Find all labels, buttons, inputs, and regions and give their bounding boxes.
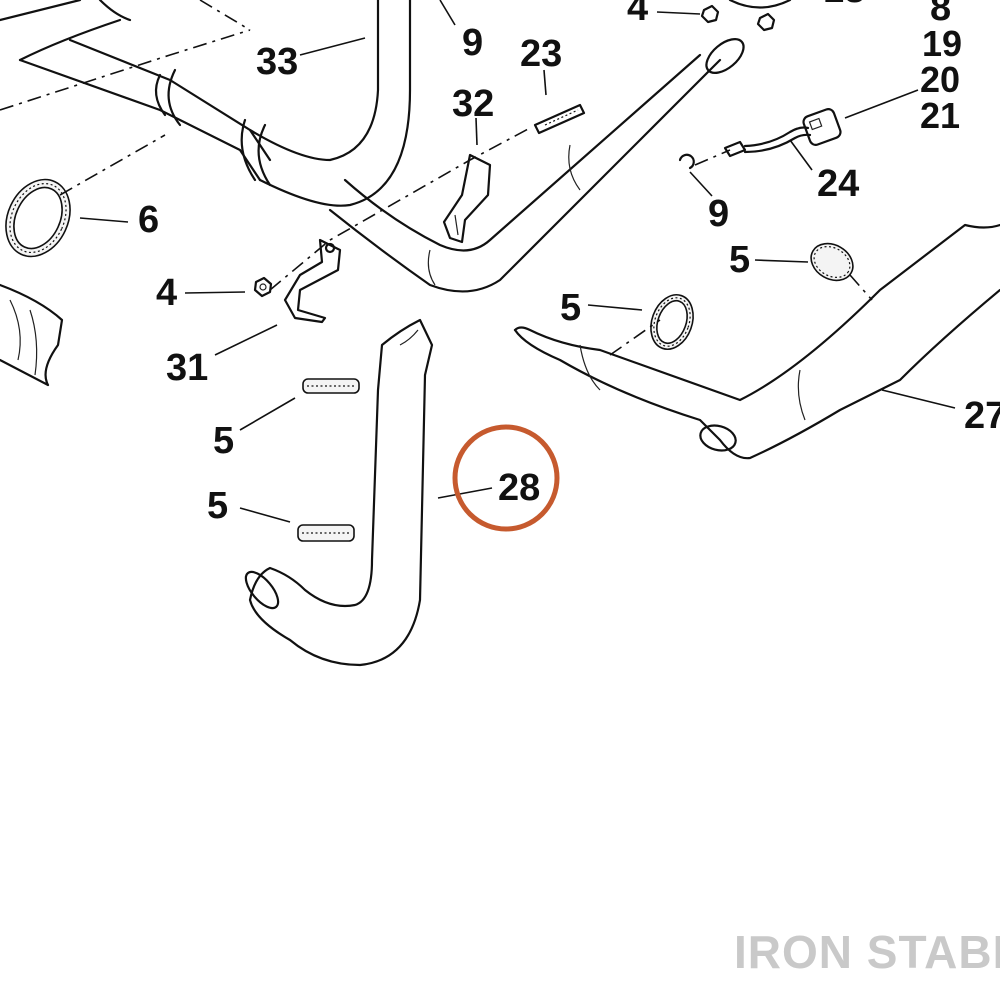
- bracket-31: [283, 238, 342, 324]
- stud-23: [533, 103, 586, 135]
- callout-5-left-lower: 5: [207, 485, 228, 527]
- callout-21: 21: [920, 95, 960, 136]
- o2-sensor-24: [723, 108, 842, 158]
- clamp-5-left-upper: [302, 378, 360, 394]
- callout-27: 27: [964, 395, 1000, 437]
- callout-6: 6: [138, 199, 159, 241]
- callout-32: 32: [452, 83, 494, 125]
- pipe-27: [513, 223, 1000, 460]
- heat-shield-left: [0, 283, 64, 387]
- callout-28: 28: [498, 467, 540, 509]
- leader-lines: [79, 0, 956, 523]
- callout-13: 13: [823, 0, 865, 11]
- clip-9: [678, 153, 695, 170]
- callout-9-top: 9: [462, 22, 483, 64]
- highlight-ring: [452, 424, 560, 532]
- clamp-6: [5, 178, 71, 258]
- crossover-pipe: [328, 38, 745, 293]
- bracket-32: [442, 153, 492, 244]
- assembly-lines: [0, 0, 873, 356]
- callout-31: 31: [166, 347, 208, 389]
- clamp-5-right: [810, 242, 854, 282]
- header-pipe-33: [0, 0, 412, 207]
- nut-4-top: [700, 4, 720, 24]
- callout-5-right: 5: [729, 239, 750, 281]
- pipe-28: [244, 318, 434, 667]
- callout-20: 20: [920, 59, 960, 100]
- clamp-5-mid: [650, 294, 694, 350]
- callout-4-left: 4: [156, 272, 177, 314]
- callout-4-top: 4: [627, 0, 648, 29]
- callout-9-mid: 9: [708, 193, 729, 235]
- callout-5-left-upper: 5: [213, 420, 234, 462]
- callout-19: 19: [922, 23, 962, 64]
- part-13-fragment: [728, 0, 792, 32]
- callout-24: 24: [817, 163, 859, 205]
- callout-23: 23: [520, 33, 562, 75]
- callout-33: 33: [256, 41, 298, 83]
- callout-5-mid: 5: [560, 287, 581, 329]
- nut-4-left: [253, 276, 273, 298]
- watermark-text: IRON STABLE: [734, 926, 1000, 978]
- callout-labels: 33 9 23 32 4 13 8 19 20 21 24 9 6 4 31 5…: [138, 0, 1000, 527]
- clamp-5-left-lower: [297, 524, 355, 542]
- callout-8: 8: [930, 0, 951, 29]
